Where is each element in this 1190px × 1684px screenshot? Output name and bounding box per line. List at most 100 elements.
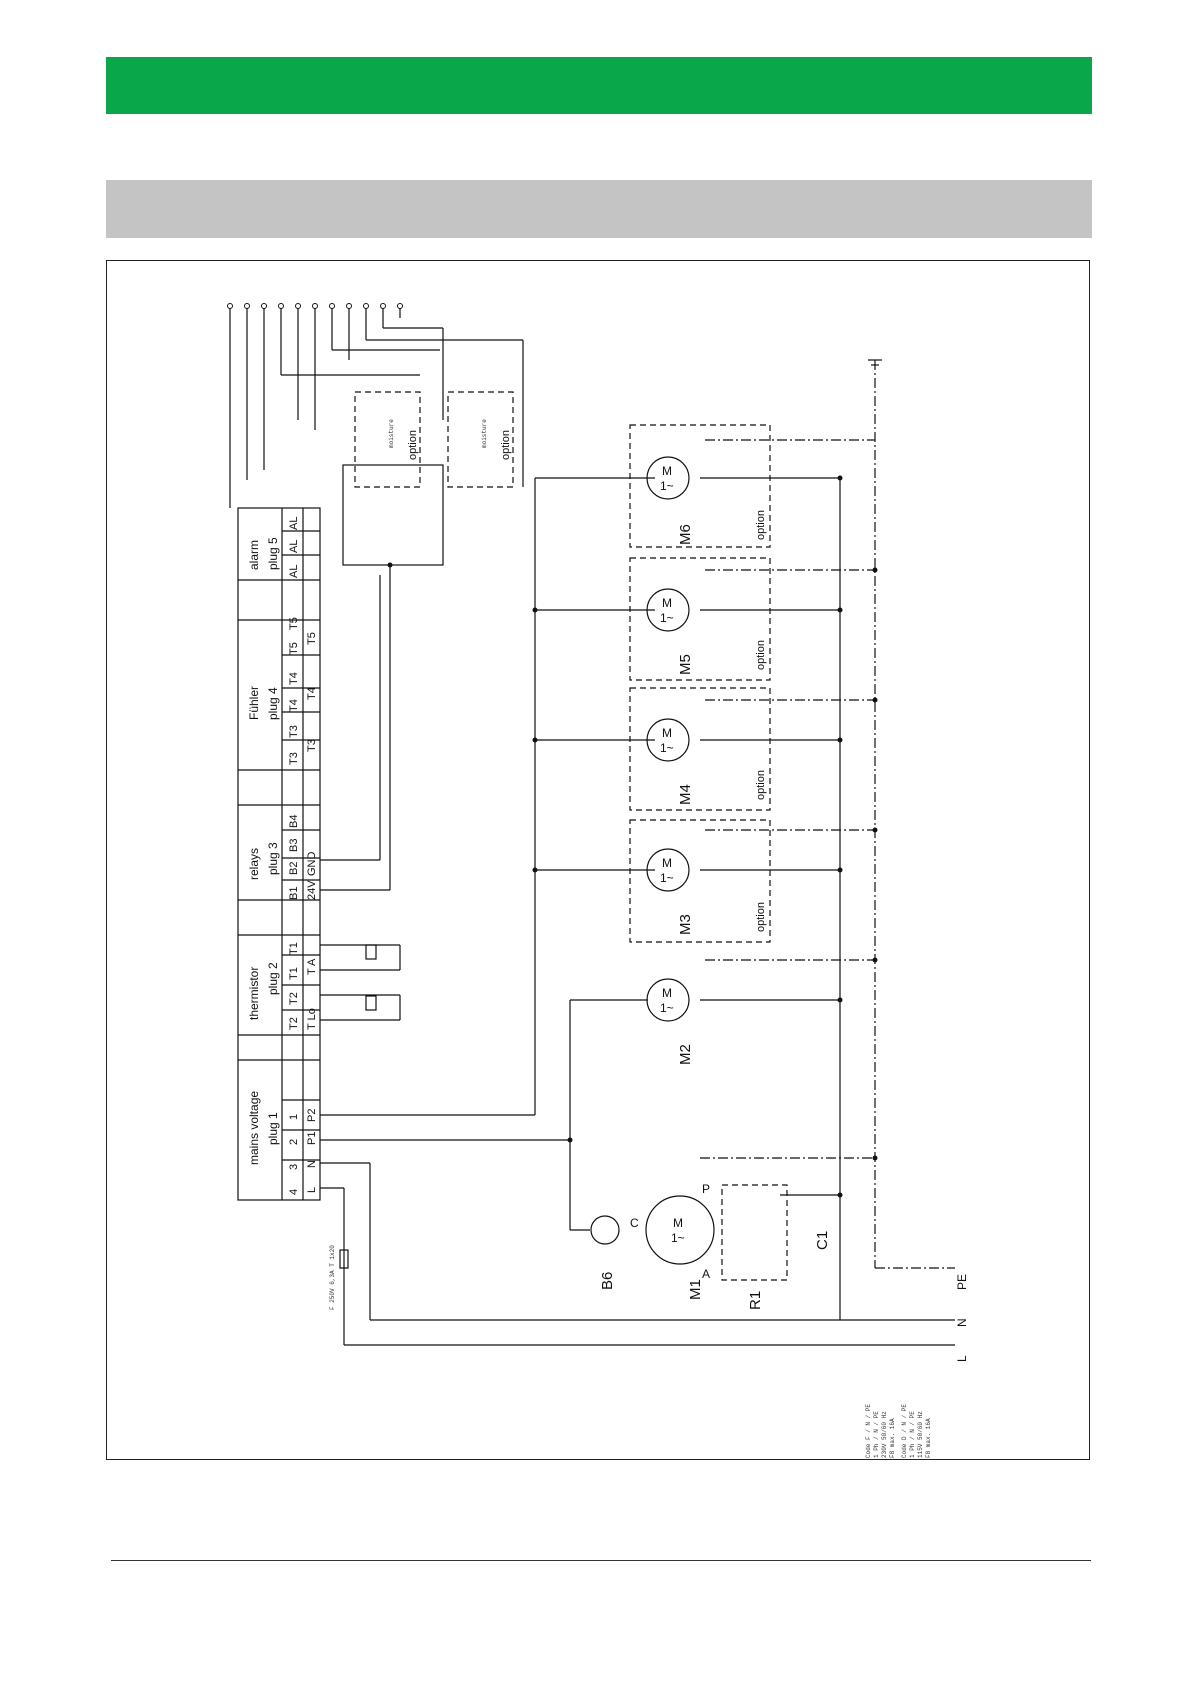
signal-label: T A	[306, 958, 318, 975]
code-note-line: 1 Ph / N / PE	[873, 1411, 880, 1458]
code-note-line: 115V 50/60 Hz	[917, 1411, 924, 1458]
pin-label: T3	[288, 752, 300, 765]
motor-symbol: M	[662, 596, 672, 610]
code-note-line: 1 Ph / N / PE	[909, 1411, 916, 1458]
signal-label: N	[306, 1160, 318, 1168]
fuse	[339, 1249, 349, 1269]
c1-label: C1	[814, 1231, 831, 1250]
pin-label: T4	[288, 672, 300, 685]
group-title-fuehler: Fühler	[247, 686, 261, 720]
signal-label: P2	[306, 1109, 318, 1122]
footer-rule	[111, 1560, 1091, 1561]
pin-label: AL	[288, 565, 300, 578]
motor-m3	[646, 848, 690, 892]
code-note-line: Code F / N / PE	[865, 1404, 872, 1458]
motor-phase: 1~	[671, 1231, 685, 1245]
signal-label: L	[306, 1187, 318, 1193]
group-plug-relays: plug 3	[266, 842, 280, 875]
section-gray-bar	[106, 180, 1092, 238]
b6-label: B6	[599, 1272, 616, 1290]
supply-n-label: N	[955, 1318, 969, 1327]
pin-label: T4	[288, 699, 300, 712]
motor-m1-pin-p: P	[702, 1182, 710, 1196]
motor-m6	[646, 456, 690, 500]
pin-label: 2	[288, 1139, 300, 1145]
group-plug-fuehler: plug 4	[266, 687, 280, 720]
option-label: option	[755, 510, 767, 540]
motor-m1-pin-a: A	[702, 1267, 710, 1281]
signal-label: 24V	[306, 880, 318, 900]
option-label: option	[755, 770, 767, 800]
motor-m4-label: M4	[677, 784, 694, 805]
signal-label: P1	[306, 1132, 318, 1145]
group-plug-mains: plug 1	[266, 1112, 280, 1145]
pin-label: B4	[288, 815, 300, 828]
code-note-line: F8 max. 16A	[889, 1418, 896, 1458]
group-plug-alarm: plug 5	[266, 537, 280, 570]
code-note-line: 230V 50/60 Hz	[881, 1411, 888, 1458]
diagram-frame	[106, 260, 1090, 1460]
motor-m2-label: M2	[677, 1044, 694, 1065]
fuse-note: F 250V 6,3A T 1x20	[329, 1245, 336, 1310]
pin-label: 3	[288, 1164, 300, 1170]
pin-label: 1	[288, 1114, 300, 1120]
motor-m6-label: M6	[677, 524, 694, 545]
motor-symbol: M	[662, 986, 672, 1000]
motor-phase: 1~	[660, 1001, 674, 1015]
moisture-label: moisture	[388, 419, 395, 448]
motor-m1	[645, 1195, 715, 1265]
b6-component	[590, 1215, 620, 1245]
header-green-bar	[106, 57, 1092, 114]
moisture-module-2	[447, 391, 514, 488]
pin-label: B1	[288, 887, 300, 900]
pin-label: B3	[288, 839, 300, 852]
signal-label: GND	[306, 852, 318, 877]
code-note-line: F8 max. 16A	[925, 1418, 932, 1458]
motor-phase: 1~	[660, 611, 674, 625]
pin-label: AL	[288, 517, 300, 530]
pin-label: 4	[288, 1189, 300, 1195]
motor-m1-label: M1	[687, 1279, 704, 1300]
pin-label: T5	[288, 642, 300, 655]
moisture-label: moisture	[481, 419, 488, 448]
supply-l-label: L	[955, 1355, 969, 1362]
motor-m5-label: M5	[677, 654, 694, 675]
moisture-module-1	[354, 391, 421, 488]
motor-phase: 1~	[660, 741, 674, 755]
pin-label: T1	[288, 967, 300, 980]
supply-pe-label: PE	[955, 1274, 969, 1290]
pin-label: B2	[288, 862, 300, 875]
motor-m5	[646, 588, 690, 632]
group-plug-thermistor: plug 2	[266, 962, 280, 995]
group-title-mains: mains voltage	[247, 1091, 261, 1165]
option-label: option	[755, 640, 767, 670]
motor-m2	[646, 978, 690, 1022]
motor-phase: 1~	[660, 871, 674, 885]
motor-symbol: M	[673, 1216, 683, 1230]
moisture-option-label: option	[500, 430, 512, 460]
motor-symbol: M	[662, 856, 672, 870]
motor-symbol: M	[662, 726, 672, 740]
pin-label: T1	[288, 942, 300, 955]
moisture-option-label: option	[407, 430, 419, 460]
signal-label: T5	[306, 632, 318, 645]
option-label: option	[755, 902, 767, 932]
group-title-thermistor: thermistor	[247, 967, 261, 1020]
signal-label: T4	[306, 687, 318, 700]
motor-symbol: M	[662, 464, 672, 478]
signal-label: T Lo	[306, 1008, 318, 1030]
pin-label: AL	[288, 540, 300, 553]
pin-label: T2	[288, 992, 300, 1005]
motor-m3-label: M3	[677, 914, 694, 935]
group-title-relays: relays	[247, 848, 261, 880]
r1-label: R1	[747, 1291, 764, 1310]
pin-label: T5	[288, 617, 300, 630]
group-title-alarm: alarm	[247, 540, 261, 570]
code-note-line: Code D / N / PE	[901, 1404, 908, 1458]
pin-label: T2	[288, 1017, 300, 1030]
terminal-block	[237, 507, 321, 1201]
pin-label: T3	[288, 725, 300, 738]
motor-m4	[646, 718, 690, 762]
motor-m1-pin-c: C	[630, 1216, 639, 1230]
